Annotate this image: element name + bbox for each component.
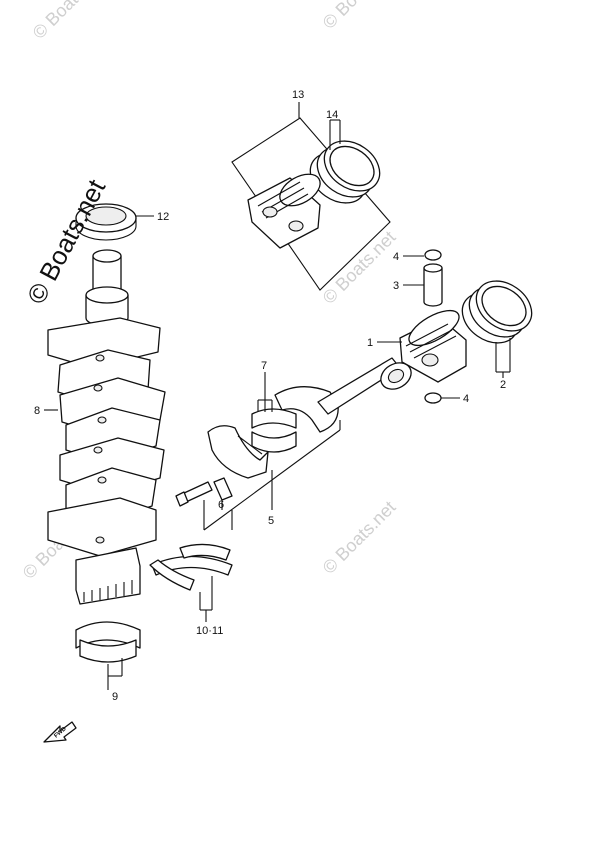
watermark-faint: © Boats.net — [29, 0, 110, 43]
piston-rings-14 — [309, 140, 381, 204]
fwd-arrow-icon: FWD — [43, 721, 77, 743]
main-bearing-9 — [75, 621, 141, 663]
circlip-4-top — [424, 249, 442, 261]
callout-4-top: 4 — [393, 251, 399, 263]
callout-5: 5 — [268, 515, 274, 527]
leader-lines — [44, 102, 511, 690]
callout-6: 6 — [218, 499, 224, 511]
watermark-faint: © Boats.net — [319, 0, 400, 33]
piston-pin-3 — [423, 263, 443, 307]
piston-1 — [399, 309, 467, 383]
conrod-bearing-7 — [251, 408, 297, 453]
oil-seal-12 — [75, 203, 137, 241]
callout-10-11: 10·11 — [196, 625, 223, 637]
callout-4-bottom: 4 — [463, 393, 469, 405]
callout-7: 7 — [261, 360, 267, 372]
callout-12: 12 — [157, 211, 169, 223]
callout-13: 13 — [292, 89, 304, 101]
piston-13 — [247, 173, 321, 249]
callout-14: 14 — [326, 109, 338, 121]
callout-3: 3 — [393, 280, 399, 292]
callout-8: 8 — [34, 405, 40, 417]
piston-set-box — [231, 117, 391, 291]
thrust-washers-10-11 — [149, 543, 233, 591]
callout-9: 9 — [112, 691, 118, 703]
dowel-6 — [213, 477, 233, 501]
callout-numbers: 13 14 12 8 4 3 1 2 4 7 6 5 10·11 9 — [34, 89, 506, 703]
callout-2: 2 — [500, 379, 506, 391]
crankshaft-8 — [47, 249, 166, 605]
circlip-4-bottom — [424, 392, 442, 404]
piston-rings-2 — [461, 280, 533, 344]
callout-1: 1 — [367, 337, 373, 349]
watermark-faint: © Boats.net — [319, 227, 400, 308]
crank-gear-teeth — [83, 580, 133, 602]
watermark-faint: © Boats.net — [319, 497, 400, 578]
connecting-rod-5 — [175, 357, 412, 507]
